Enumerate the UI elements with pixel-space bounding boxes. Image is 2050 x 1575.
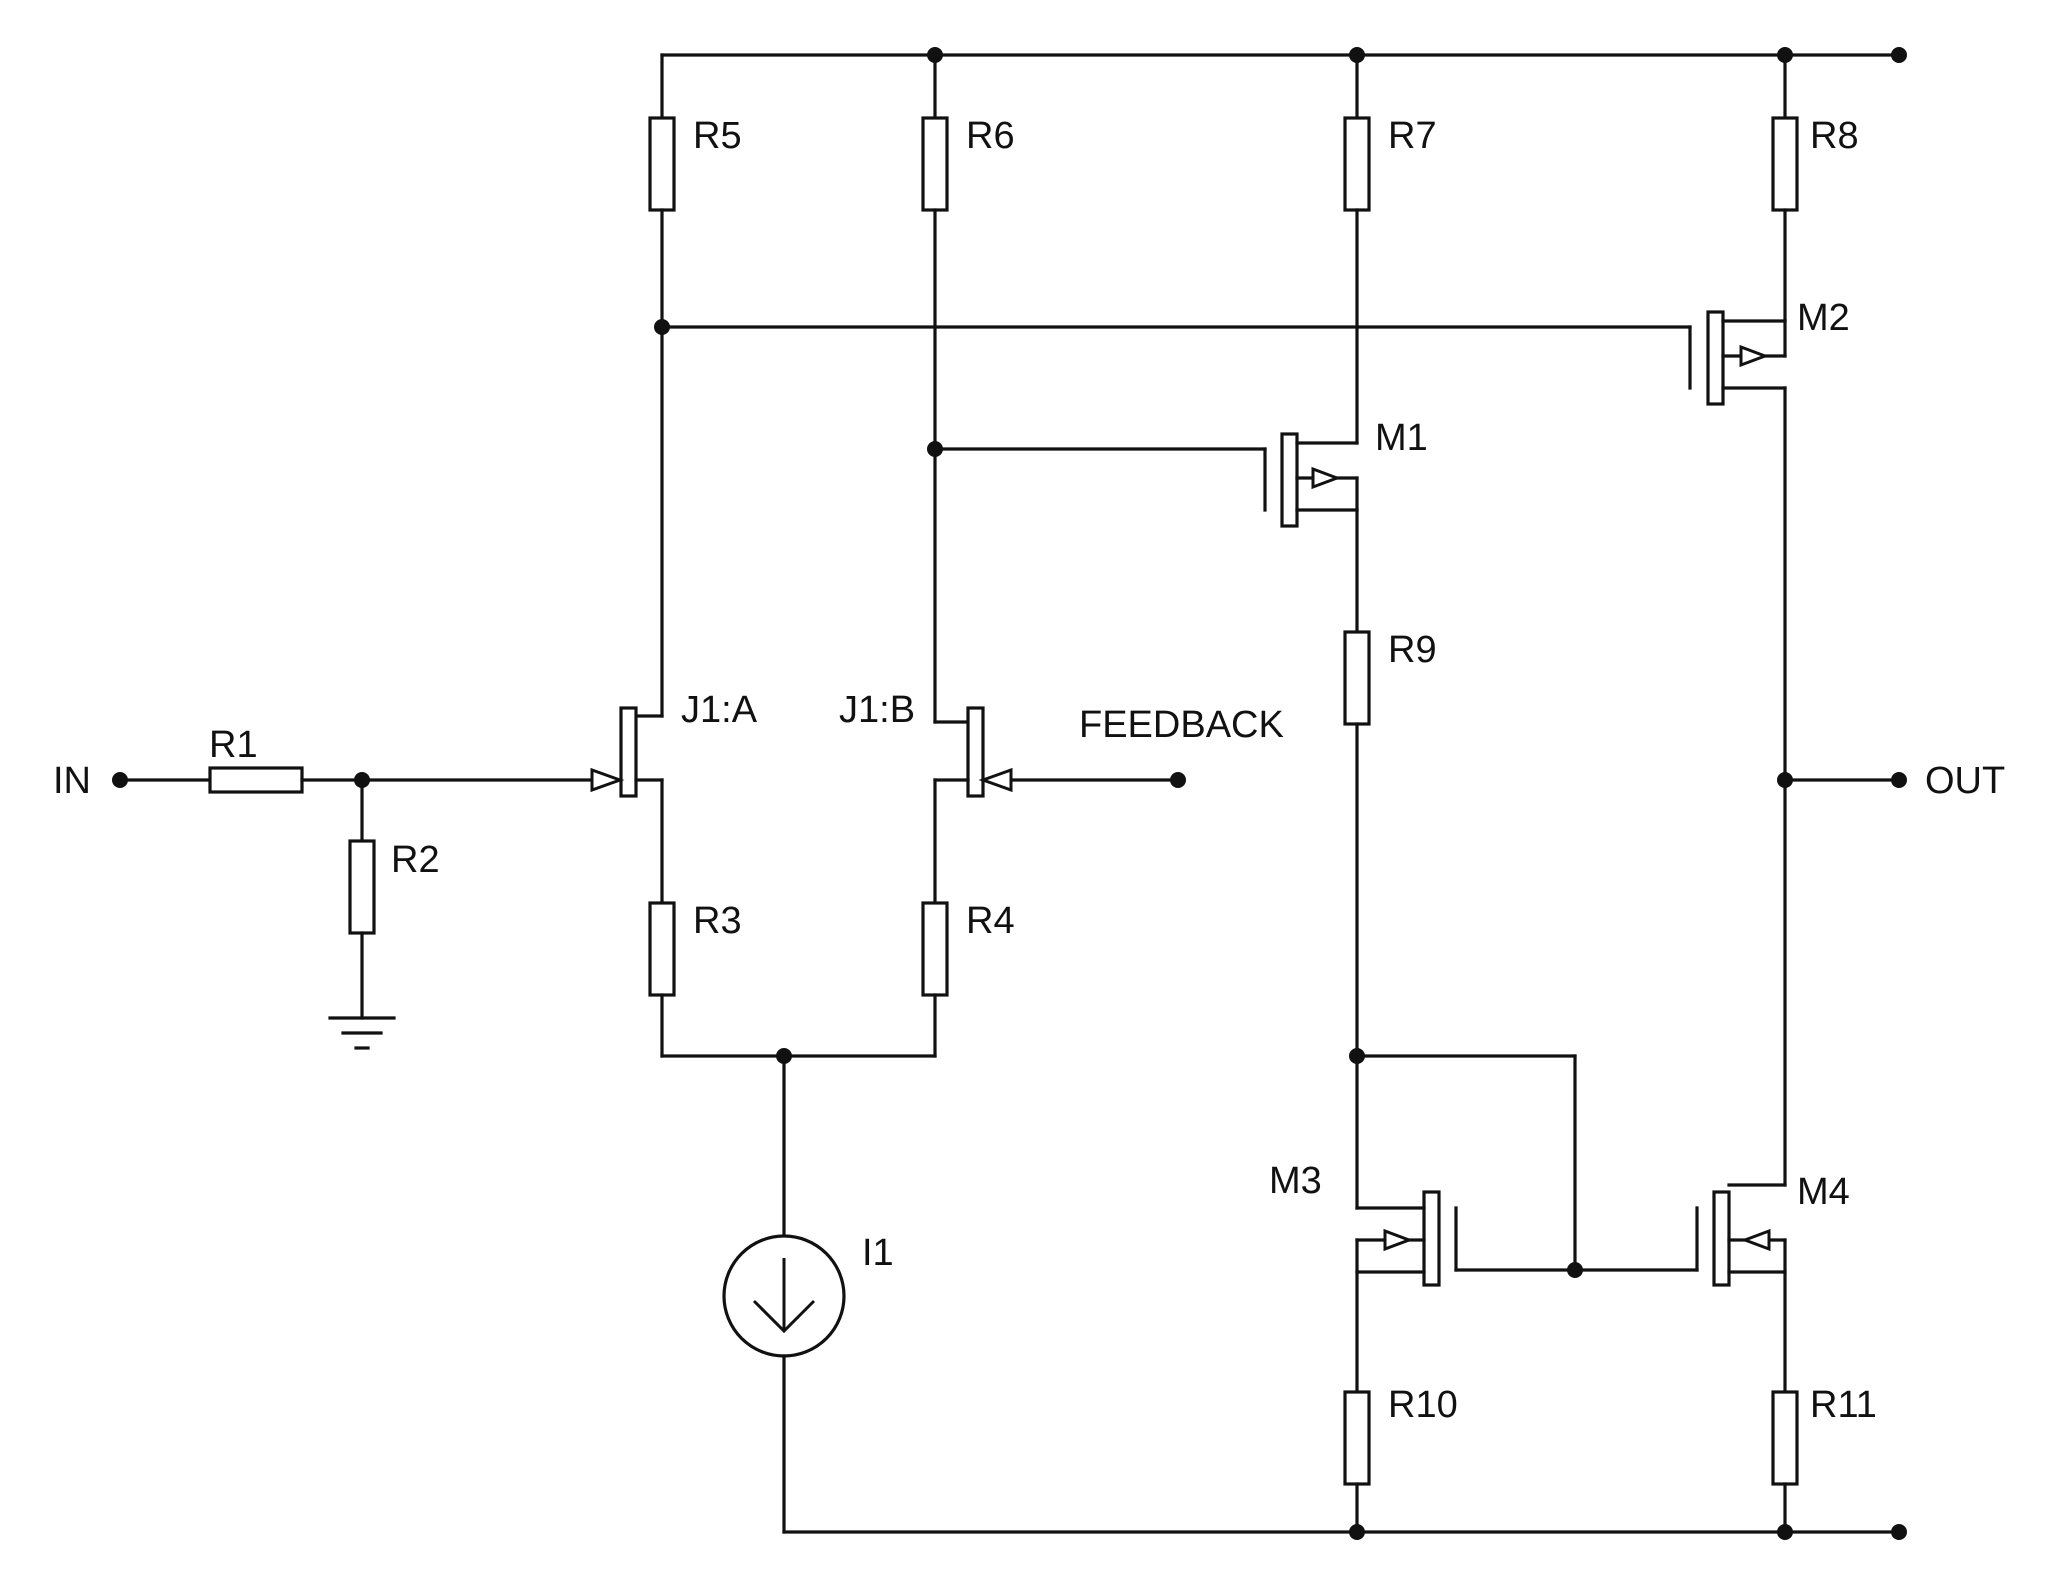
resistor-r9 [1343,630,1371,726]
mosfet-m2-arrow [1739,344,1770,368]
current-arrow-icon [752,1299,816,1334]
resistor-r2 [348,839,376,935]
label-r9: R9 [1388,629,1437,671]
label-m4: M4 [1797,1171,1850,1213]
label-r2: R2 [391,839,440,881]
label-r10: R10 [1388,1384,1458,1426]
rail-terminal-bottom [1891,1524,1907,1540]
junction-r10-bottom [1349,1524,1365,1540]
resistor-r4 [921,901,949,997]
label-r5: R5 [693,115,742,157]
mirror-gate-link [1355,1054,1699,1278]
label-feedback: FEEDBACK [1079,704,1284,746]
label-in: IN [53,760,91,802]
label-j1b: J1:B [839,689,915,731]
input-network [112,766,622,1050]
current-source-i1 [660,1048,937,1534]
junction-r11-bottom [1777,1524,1793,1540]
label-r8: R8 [1810,115,1859,157]
jfet-j1b [921,47,1186,1058]
mosfet-m3-arrow [1383,1228,1414,1252]
rail-terminal-top [1891,47,1907,63]
label-r6: R6 [966,115,1015,157]
label-i1: I1 [862,1232,894,1274]
ground-icon [328,1016,396,1050]
resistor-r7 [1343,116,1371,212]
label-r4: R4 [966,900,1015,942]
resistor-r1 [208,766,304,794]
resistor-r5 [648,116,676,212]
mosfet-m4-arrow [1740,1228,1771,1252]
output-terminal [1891,772,1907,788]
resistor-r8 [1771,116,1799,212]
label-m2: M2 [1797,297,1850,339]
label-r7: R7 [1388,115,1437,157]
resistor-r6 [921,116,949,212]
label-m3: M3 [1269,1160,1322,1202]
label-j1a: J1:A [681,689,758,731]
label-r11: R11 [1810,1384,1877,1426]
feedback-terminal [1170,772,1186,788]
junction-mirror-gate [1567,1262,1583,1278]
label-r3: R3 [693,900,742,942]
jfet-j1b-gate-arrow [978,767,1013,793]
jfet-j1a [590,53,676,1058]
mosfet-m1 [933,47,1371,1064]
resistor-r3 [648,901,676,997]
mosfet-m4 [1695,1183,1799,1540]
mosfet-m1-arrow [1311,466,1342,490]
jfet-j1a-gate-arrow [590,767,625,793]
resistor-r10 [1343,1390,1371,1486]
label-m1: M1 [1375,417,1428,459]
mosfet-m3 [1343,1054,1458,1540]
label-r1: R1 [209,724,258,766]
mosfet-m2 [1688,47,1907,1187]
resistor-r11 [1771,1390,1799,1486]
label-out: OUT [1925,760,2005,802]
